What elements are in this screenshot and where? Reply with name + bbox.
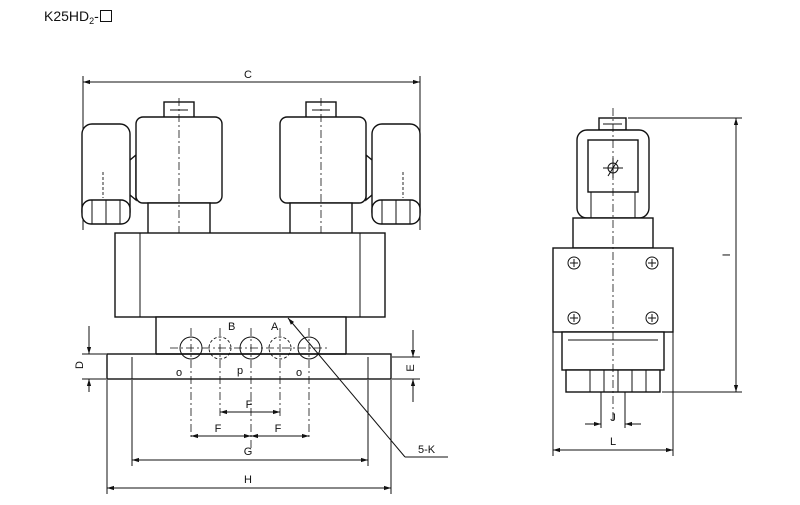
label-f-left: F bbox=[215, 423, 222, 435]
port-4 bbox=[268, 336, 292, 360]
dimension-e: E bbox=[392, 330, 420, 402]
dimension-l: L bbox=[552, 332, 674, 456]
dimension-i: I bbox=[628, 117, 742, 393]
left-connector bbox=[81, 123, 137, 225]
screw-bl bbox=[567, 311, 581, 325]
label-h: H bbox=[244, 474, 252, 486]
dimension-j: J bbox=[585, 392, 641, 428]
side-top-cap bbox=[598, 117, 627, 131]
screw-br bbox=[645, 311, 659, 325]
right-coil bbox=[279, 98, 367, 246]
model-code: K25HD bbox=[44, 8, 90, 24]
label-e: E bbox=[405, 364, 417, 371]
label-f-right: F bbox=[275, 423, 282, 435]
valve-body bbox=[114, 232, 386, 318]
right-connector bbox=[365, 123, 421, 225]
side-view: I J L bbox=[552, 108, 742, 456]
model-dash: - bbox=[94, 8, 99, 24]
label-o-right: o bbox=[296, 367, 302, 379]
drawing-title: K25HD2- bbox=[44, 8, 112, 26]
front-view: C bbox=[74, 69, 448, 494]
base-plate bbox=[106, 316, 392, 380]
dimension-g: G bbox=[131, 380, 369, 466]
label-f-top: F bbox=[246, 399, 253, 411]
label-o-left: o bbox=[176, 367, 182, 379]
left-coil bbox=[135, 98, 223, 246]
dimension-d: D bbox=[74, 326, 106, 392]
option-box bbox=[99, 10, 112, 22]
label-b: B bbox=[228, 321, 235, 333]
label-a: A bbox=[271, 321, 279, 333]
label-p: p bbox=[237, 365, 243, 377]
label-j: J bbox=[610, 412, 616, 424]
dimension-f-top: F bbox=[220, 399, 280, 415]
label-i: I bbox=[721, 253, 733, 256]
leader-5k: 5-K bbox=[287, 317, 448, 458]
label-5k: 5-K bbox=[418, 444, 436, 456]
dimension-h: H bbox=[106, 380, 392, 494]
screw-tr bbox=[645, 256, 659, 270]
model-subscript: 2 bbox=[89, 16, 95, 26]
label-d: D bbox=[74, 361, 86, 369]
dimension-f-pair: F F bbox=[191, 423, 309, 439]
ports: B A o p o bbox=[170, 321, 330, 450]
label-l: L bbox=[610, 436, 616, 448]
screw-tl bbox=[567, 256, 581, 270]
label-c: C bbox=[244, 69, 252, 81]
dimension-c: C bbox=[82, 69, 421, 230]
label-g: G bbox=[244, 446, 253, 458]
